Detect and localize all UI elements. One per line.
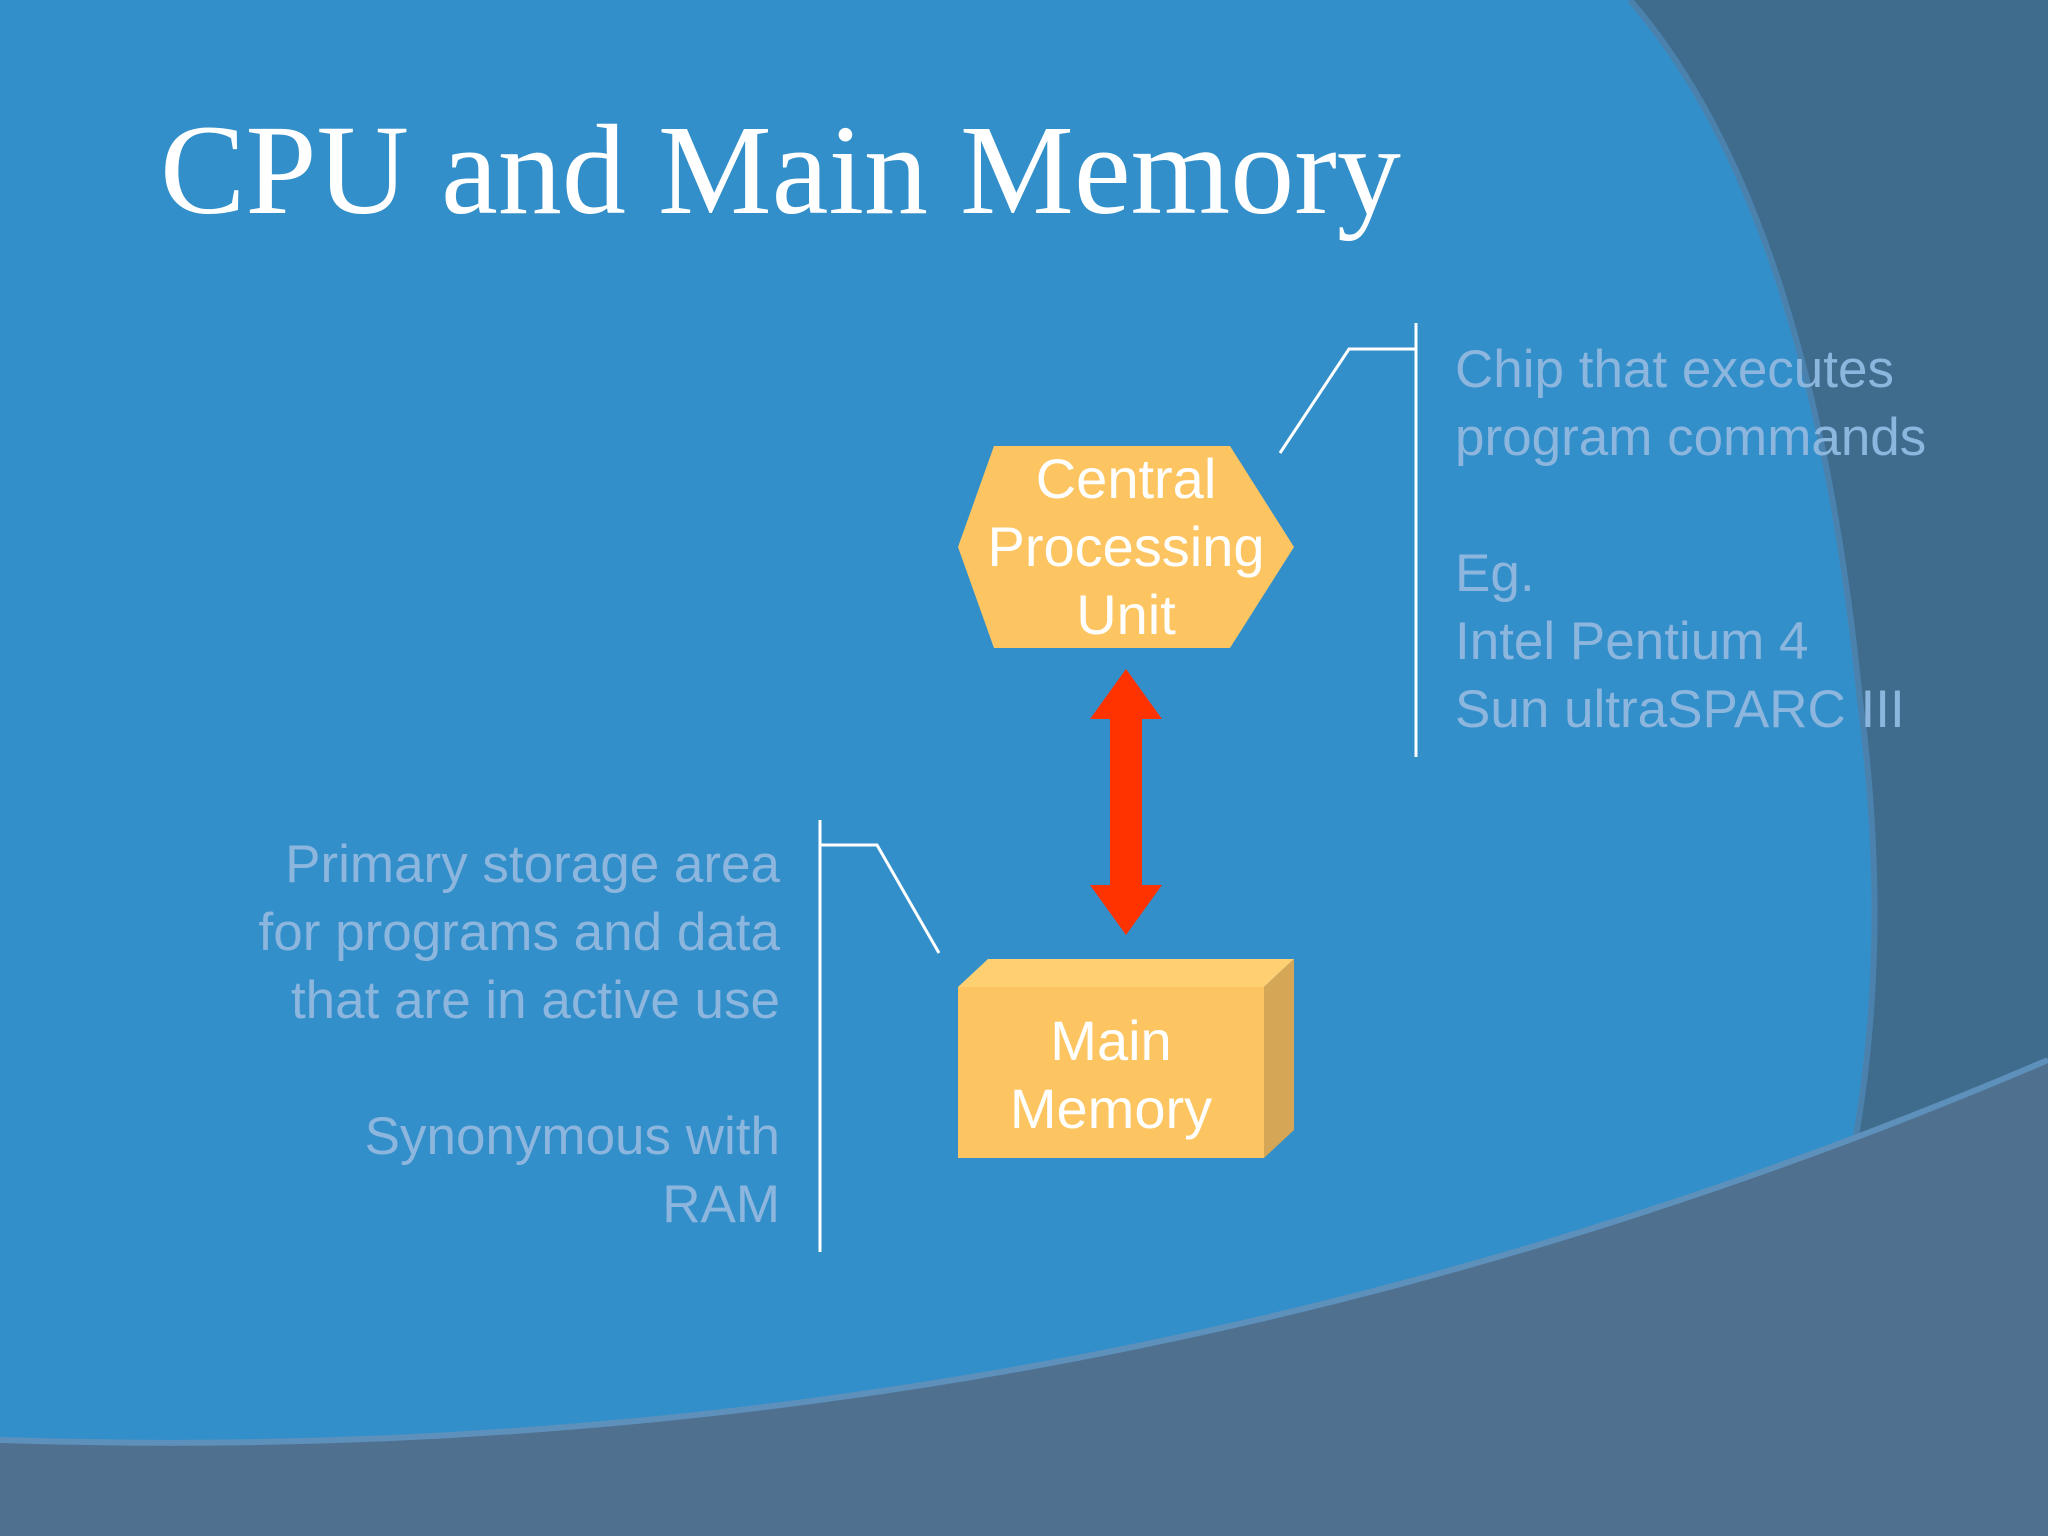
cpu-hexagon: [958, 446, 1294, 648]
bidirectional-arrow: [1090, 669, 1162, 935]
memory-synonym-line: RAM: [662, 1175, 780, 1234]
cpu-callout-line: Chip that executes: [1455, 340, 1894, 399]
cpu-callout-line: program commands: [1455, 408, 1927, 467]
cpu-leader-line: [1278, 347, 1416, 454]
main-memory-label: Main Memory: [958, 1007, 1264, 1143]
memory-callout-line: Primary storage area: [285, 835, 780, 894]
memory-callout-line: that are in active use: [290, 971, 780, 1030]
cpu-example-line: Intel Pentium 4: [1455, 612, 1809, 671]
memory-synonym-line: Synonymous with: [364, 1107, 780, 1166]
cpu-example-line: Sun ultraSPARC III: [1455, 680, 1905, 739]
bottom-band: [0, 1060, 2048, 1536]
cpu-label-line: Processing: [987, 515, 1265, 578]
memory-leader-line: [820, 843, 941, 954]
cpu-label-line: Unit: [1076, 583, 1176, 646]
memory-box-side: [1264, 959, 1294, 1158]
cpu-example-line: Eg.: [1455, 544, 1535, 603]
memory-callout: Primary storage area for programs and da…: [259, 831, 780, 1239]
bottom-band-edge: [0, 1057, 2048, 1446]
memory-box-top: [958, 959, 1294, 987]
callout-spacer: [259, 1035, 780, 1103]
main-memory-label-line: Memory: [1009, 1077, 1213, 1140]
cpu-label: Central Processing Unit: [958, 445, 1294, 649]
cpu-callout: Chip that executes program commands Eg. …: [1455, 336, 1926, 744]
callout-spacer: [1455, 472, 1926, 540]
slide-title: CPU and Main Memory: [160, 99, 1401, 241]
cpu-label-line: Central: [1035, 447, 1217, 510]
main-memory-label-line: Main: [1050, 1009, 1172, 1072]
memory-callout-line: for programs and data: [258, 903, 780, 962]
memory-box-front: [958, 987, 1264, 1158]
